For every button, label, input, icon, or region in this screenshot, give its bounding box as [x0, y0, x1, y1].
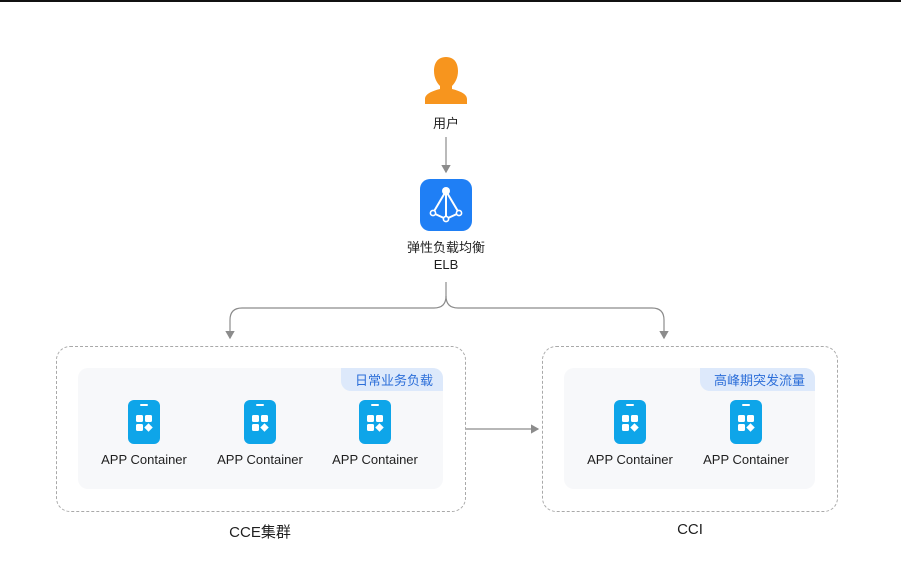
container-name: APP Container: [703, 452, 789, 467]
app-container-icon: [244, 400, 276, 444]
cce-container-2[interactable]: APP Container: [210, 400, 310, 467]
elb-to-cci-arrow: [445, 295, 669, 340]
cce-tag: 日常业务负载: [340, 368, 443, 391]
user-label: 用户: [432, 116, 459, 131]
cci-container-1[interactable]: APP Container: [580, 400, 680, 467]
container-name: APP Container: [587, 452, 673, 467]
cci-workload-panel: 高峰期突发流量 APP Container APP Container: [564, 368, 815, 489]
cci-container-2[interactable]: APP Container: [696, 400, 796, 467]
app-container-icon: [730, 400, 762, 444]
cce-workload-panel: 日常业务负载 APP Container APP Container APP C…: [78, 368, 443, 489]
container-name: APP Container: [332, 452, 418, 467]
app-container-icon: [128, 400, 160, 444]
cce-cluster-label: CCE集群: [229, 524, 291, 541]
user-icon: [422, 55, 470, 105]
app-container-icon: [614, 400, 646, 444]
container-name: APP Container: [217, 452, 303, 467]
cce-cluster-boundary: [56, 346, 466, 512]
cce-container-1[interactable]: APP Container: [94, 400, 194, 467]
elb-label-cn: 弹性负载均衡: [406, 240, 485, 255]
cci-boundary: [542, 346, 838, 512]
cci-label: CCI: [677, 521, 703, 538]
top-border: [0, 0, 901, 2]
elb-label-en: ELB: [433, 257, 459, 272]
cci-tag: 高峰期突发流量: [699, 368, 815, 391]
container-name: APP Container: [101, 452, 187, 467]
elb-to-cce-arrow: [225, 282, 447, 340]
cce-container-3[interactable]: APP Container: [325, 400, 425, 467]
app-container-icon: [359, 400, 391, 444]
load-balancer-icon[interactable]: [420, 179, 472, 231]
